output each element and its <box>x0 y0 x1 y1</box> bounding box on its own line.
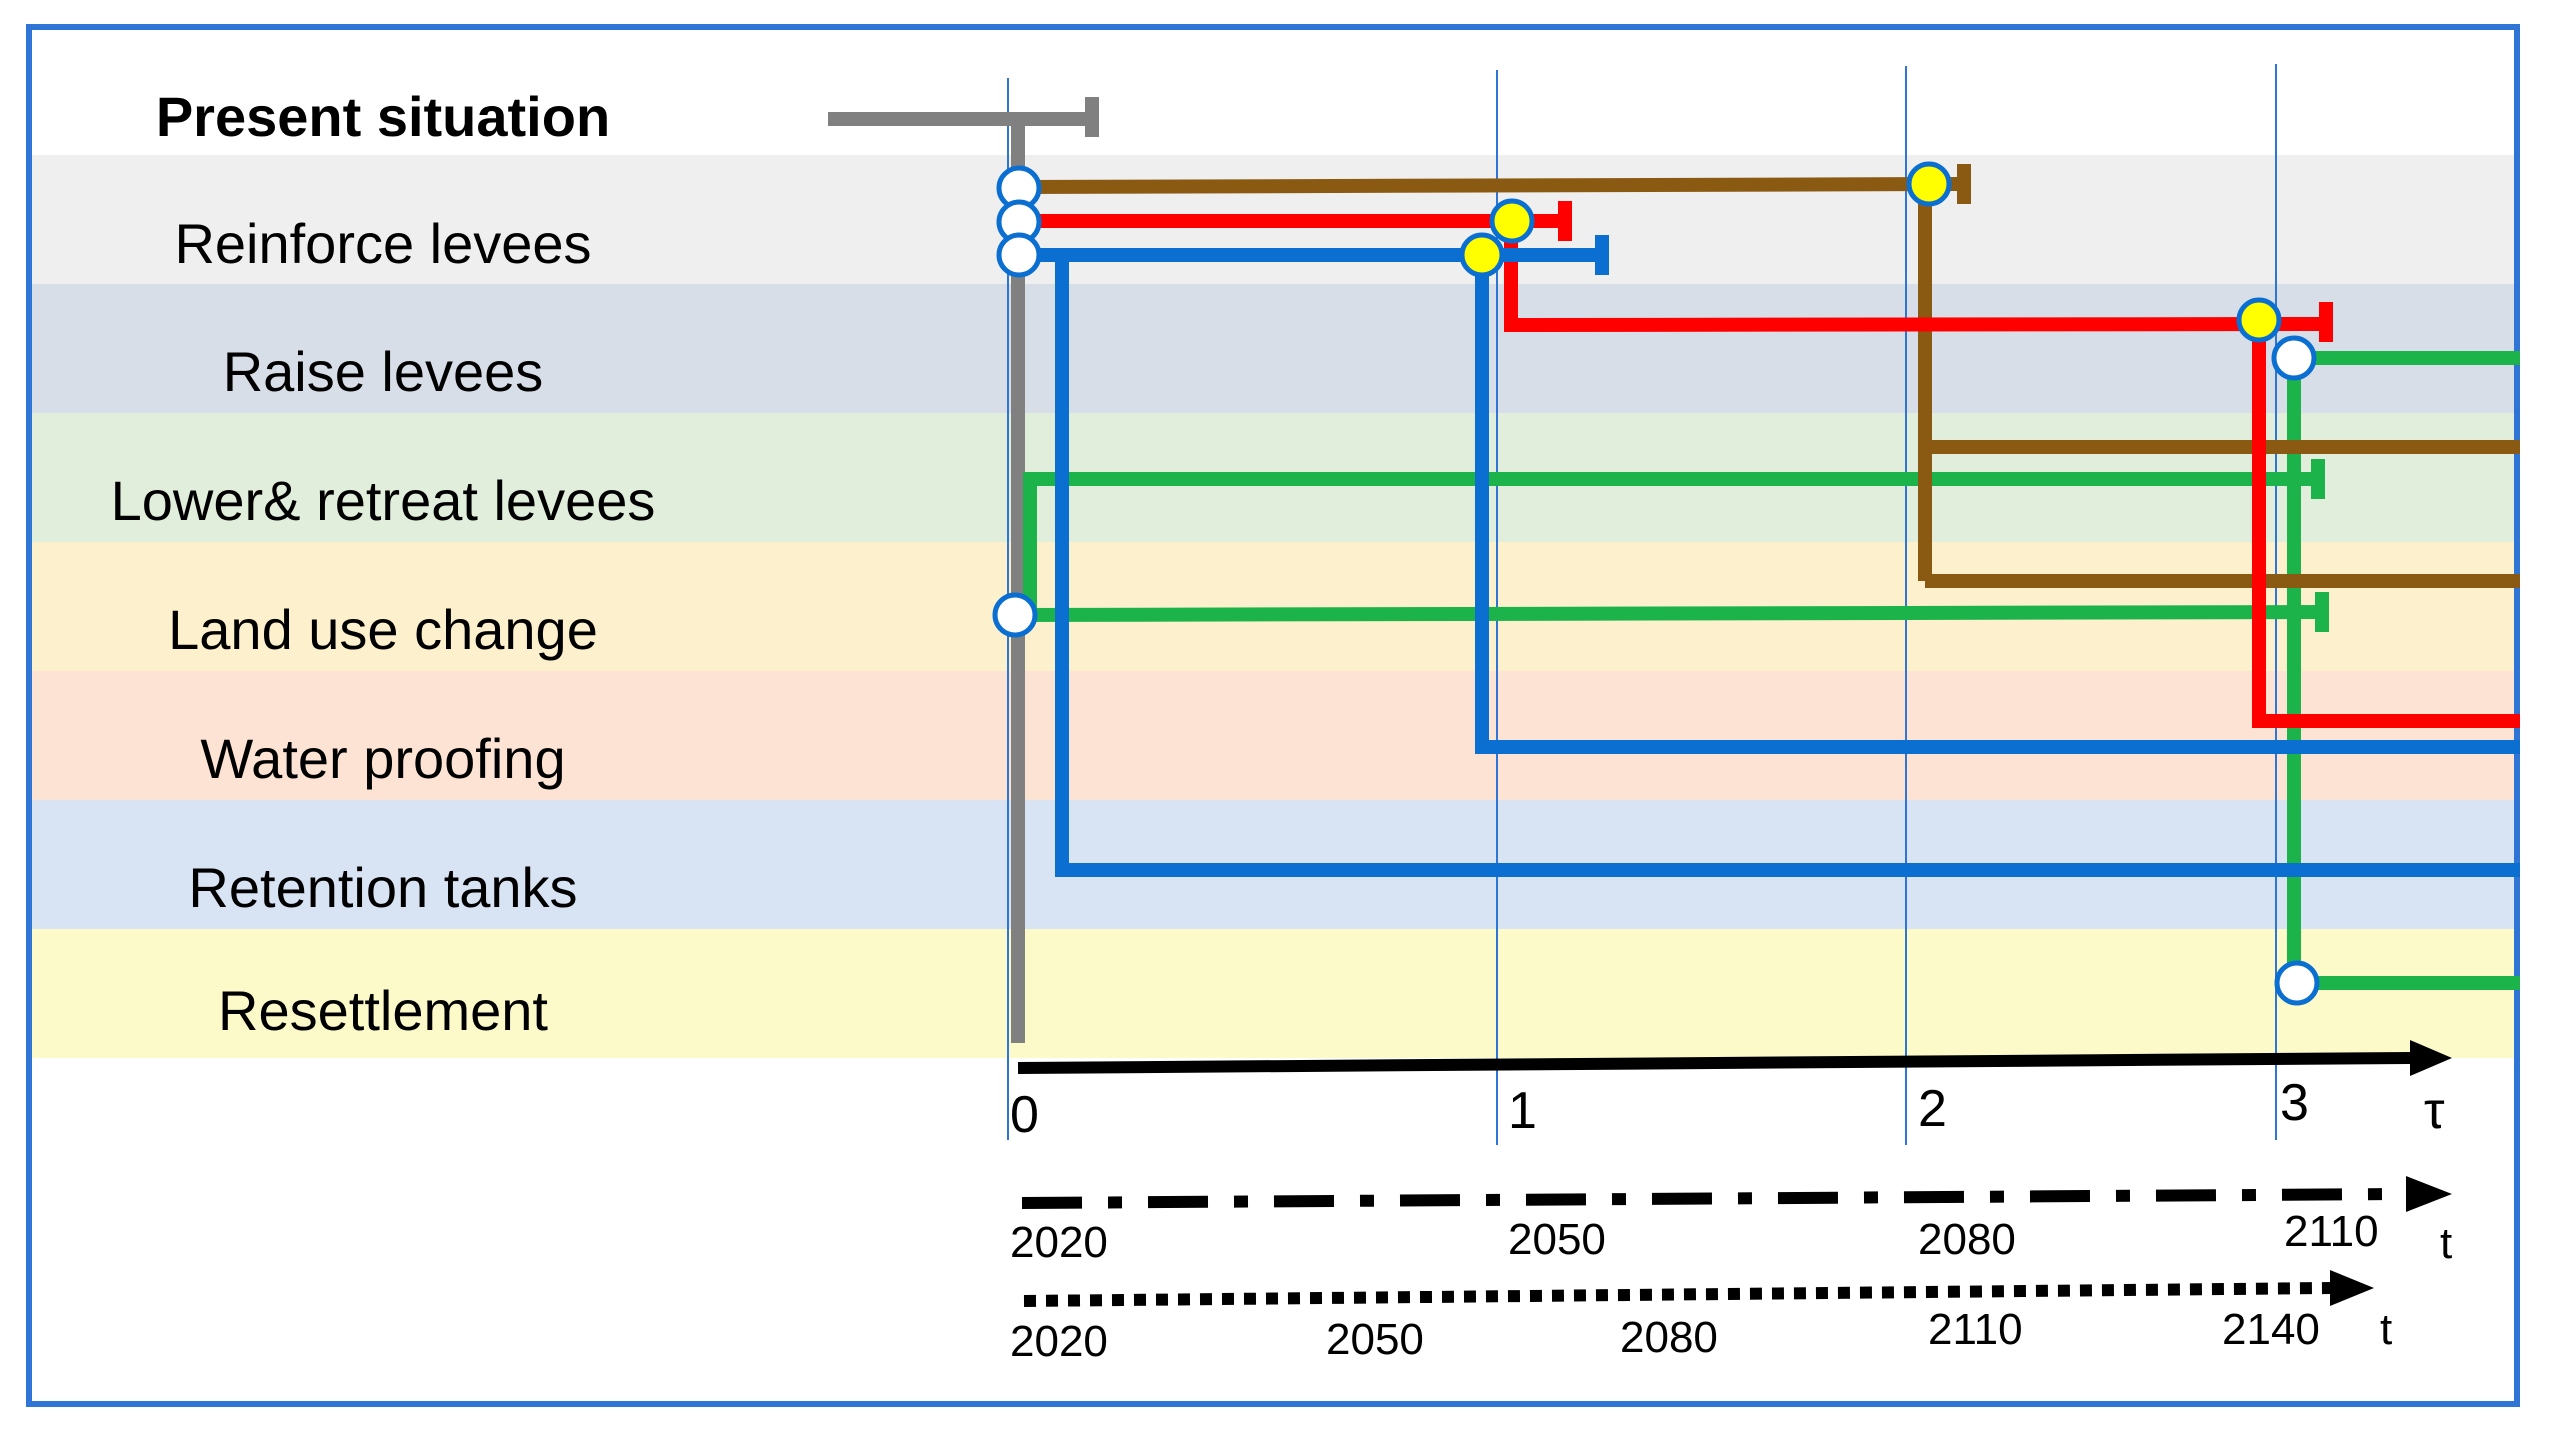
row-band-0 <box>32 30 2514 155</box>
node-open-reinforce-blue <box>996 232 1042 278</box>
tau-axis-line <box>1017 1052 2411 1074</box>
time-axis-2-tick-2020: 2020 <box>1010 1317 1108 1366</box>
node-tip-brown-reinforce <box>1906 161 1952 207</box>
time-axis-2-arrowhead <box>2330 1270 2374 1306</box>
time-axis-1-tick-2020: 2020 <box>1010 1218 1108 1267</box>
row-label-resettlement: Resettlement <box>218 979 548 1042</box>
node-open-raise-green <box>2271 335 2317 381</box>
row-labels: Present situation Reinforce levees Raise… <box>111 85 656 1042</box>
tau-tick-1: 1 <box>1508 1082 1537 1140</box>
tau-tick-2: 2 <box>1918 1080 1947 1138</box>
tau-tick-3: 3 <box>2280 1074 2309 1132</box>
node-open-resettlement <box>2274 960 2320 1006</box>
time-axis-2-tick-2110: 2110 <box>1928 1305 2023 1354</box>
node-tip-red-reinforce <box>1489 198 1535 244</box>
time-axis-1-tick-2050: 2050 <box>1508 1215 1606 1264</box>
time-axis-1-line <box>1021 1188 2407 1209</box>
row-band-7 <box>32 929 2514 1058</box>
node-open-land-use <box>992 592 1038 638</box>
pathway-nodes <box>992 161 2320 1006</box>
row-bands <box>32 30 2514 1058</box>
green-land-use-line <box>1014 605 2323 622</box>
node-tip-red-raise <box>2236 297 2282 343</box>
node-tip-blue-reinforce <box>1459 232 1505 278</box>
time-axis-2-tick-2080: 2080 <box>1620 1313 1718 1362</box>
blue-retention-tanks-line <box>1055 255 2520 877</box>
pathway-brown <box>1017 164 2520 588</box>
time-axis-1: 2020 2050 2080 2110 t <box>1010 1176 2452 1268</box>
tau-symbol: τ <box>2424 1082 2445 1140</box>
tau-axis: 0 1 2 3 τ <box>1010 1040 2452 1144</box>
row-band-5 <box>32 671 2514 800</box>
time-axis-2-tick-2140: 2140 <box>2222 1305 2320 1354</box>
tau-tick-0: 0 <box>1010 1086 1039 1144</box>
row-label-water-proofing: Water proofing <box>200 727 565 790</box>
brown-reinforce-line <box>1017 177 1965 194</box>
time-axis-2-tick-2050: 2050 <box>1326 1315 1424 1364</box>
blue-water-proofing-line <box>1475 255 2520 754</box>
time-axis-2: 2020 2050 2080 2110 2140 t <box>1010 1270 2392 1366</box>
time-axis-1-tick-2110: 2110 <box>2284 1207 2379 1256</box>
row-label-land-use-change: Land use change <box>168 598 598 661</box>
tau-axis-arrowhead <box>2410 1040 2452 1076</box>
time-axis-1-symbol: t <box>2440 1219 2452 1268</box>
row-label-lower-retreat-levees: Lower& retreat levees <box>111 469 656 532</box>
time-axis-2-line <box>1023 1282 2331 1307</box>
red-water-proofing-line <box>2252 320 2520 728</box>
row-label-retention-tanks: Retention tanks <box>188 856 577 919</box>
row-band-2 <box>32 284 2514 413</box>
row-label-reinforce-levees: Reinforce levees <box>174 212 591 275</box>
pathway-blue <box>1018 235 2520 877</box>
green-lower-retreat-line <box>1023 472 2318 615</box>
row-label-raise-levees: Raise levees <box>223 340 544 403</box>
time-axis-1-tick-2080: 2080 <box>1918 1215 2016 1264</box>
row-label-present-situation: Present situation <box>156 85 610 148</box>
time-axis-1-arrowhead <box>2406 1176 2452 1212</box>
time-axis-2-symbol: t <box>2380 1305 2392 1354</box>
